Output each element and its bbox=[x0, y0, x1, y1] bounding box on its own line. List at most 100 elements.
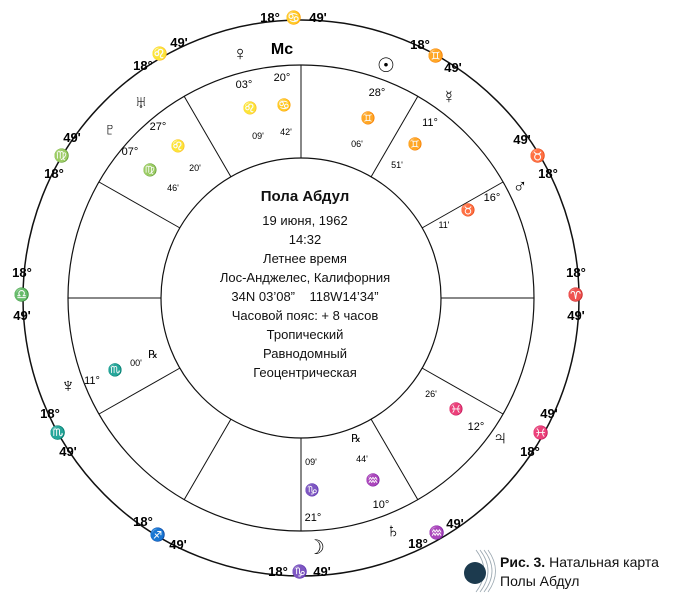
pluto-icon: ♇ bbox=[103, 119, 117, 139]
planet-deg: 12° bbox=[468, 421, 485, 433]
cusp-sign: ♋ bbox=[286, 10, 302, 25]
cusp-deg: 18° bbox=[12, 265, 32, 280]
planet-min: 42' bbox=[280, 127, 292, 137]
cusp-aquarius: 49' ♒ 18° bbox=[408, 516, 464, 551]
planet-saturn: ℞ 44' ♒ 10° ♄ bbox=[351, 433, 400, 542]
planet-mc: Mc 20° ♋ 42' bbox=[271, 41, 293, 137]
cusp-sign: ♐ bbox=[150, 527, 166, 542]
planet-deg: 11° bbox=[84, 375, 100, 387]
cusp-deg: 18° bbox=[538, 166, 558, 181]
chart-person-name: Пола Абдул bbox=[260, 188, 350, 205]
outer-ring bbox=[22, 19, 580, 577]
cusp-gemini: 18° ♊ 49' bbox=[410, 37, 462, 75]
planet-min: 44' bbox=[356, 454, 368, 464]
cusp-min: 49' bbox=[313, 564, 331, 579]
cusp-deg: 18° bbox=[133, 514, 153, 529]
planet-deg: 11° bbox=[422, 117, 438, 129]
planet-deg: 16° bbox=[484, 192, 501, 204]
cusp-min: 49' bbox=[446, 516, 464, 531]
cusp-leo: 49' ♌ 18° bbox=[133, 35, 188, 73]
cusp-deg: 18° bbox=[268, 564, 288, 579]
planet-min: 09' bbox=[252, 131, 264, 141]
planet-sign: ♊ bbox=[408, 137, 423, 151]
caption-decoration bbox=[475, 549, 496, 593]
planet-sign: ♏ bbox=[108, 363, 123, 377]
cusp-min: 49' bbox=[444, 60, 462, 75]
cusp-deg: 18° bbox=[40, 406, 60, 421]
cusp-deg: 18° bbox=[260, 10, 280, 25]
caption-bullet-icon bbox=[464, 562, 486, 584]
chart-detail: Лос-Анджелес, Калифорния bbox=[219, 270, 391, 285]
planet-sign: ♑ bbox=[305, 483, 320, 497]
cusp-libra: 18° ♎ 49' bbox=[12, 265, 32, 323]
planet-neptune: ♆ 11° ♏ 00' ℞ bbox=[61, 349, 158, 397]
planet-sign: ♋ bbox=[277, 98, 292, 112]
cusp-sign: ♎ bbox=[14, 287, 30, 302]
cusp-min: 49' bbox=[13, 308, 31, 323]
mars-icon: ♂ bbox=[513, 176, 528, 198]
planet-uranus: ♅ 27° ♌ 20' bbox=[134, 92, 201, 173]
cusp-min: 49' bbox=[513, 132, 531, 147]
cusp-sign: ♍ bbox=[54, 148, 70, 163]
cusp-min: 49' bbox=[567, 308, 585, 323]
caption-label: Рис. 3. bbox=[500, 554, 546, 570]
saturn-icon: ♄ bbox=[386, 520, 401, 542]
cusp-deg: 18° bbox=[520, 444, 540, 459]
moon-icon: ☽ bbox=[307, 537, 325, 559]
planet-min: 09' bbox=[305, 457, 317, 467]
chart-detail: Летнее время bbox=[263, 251, 347, 266]
planet-sign: ♒ bbox=[366, 473, 381, 487]
chart-detail: Геоцентрическая bbox=[253, 365, 357, 380]
caption-text-line2: Полы Абдул bbox=[500, 573, 580, 589]
neptune-icon: ♆ bbox=[61, 375, 76, 397]
planet-sign: ♍ bbox=[143, 163, 158, 177]
planet-min: 06' bbox=[351, 139, 363, 149]
chart-detail: 19 июня, 1962 bbox=[262, 213, 348, 228]
cusp-pisces: 49' ♓ 18° bbox=[520, 406, 558, 459]
chart-info: Пола Абдул 19 июня, 1962 14:32 Летнее вр… bbox=[185, 188, 425, 382]
cusp-sign: ♊ bbox=[428, 48, 444, 63]
caption-text-line1: Натальная карта bbox=[549, 554, 659, 570]
cusp-taurus: 49' ♉ 18° bbox=[513, 132, 558, 181]
cusp-sign: ♏ bbox=[50, 425, 66, 440]
cusp-top: 18° ♋ 49' bbox=[260, 10, 327, 25]
cusp-min: 49' bbox=[309, 10, 327, 25]
cusp-sign: ♑ bbox=[292, 564, 308, 579]
cusp-deg: 18° bbox=[566, 265, 586, 280]
sun-icon: ☉ bbox=[377, 55, 395, 77]
planet-sign: ♉ bbox=[461, 203, 476, 217]
uranus-icon: ♅ bbox=[134, 92, 148, 112]
chart-detail: Тропический bbox=[266, 327, 344, 342]
cusp-min: 49' bbox=[59, 444, 77, 459]
planet-deg: 20° bbox=[274, 72, 291, 84]
planet-min: 51' bbox=[391, 160, 403, 170]
midheaven-icon: Mc bbox=[271, 41, 293, 58]
planet-min: 00' bbox=[130, 358, 142, 368]
cusp-sign: ♒ bbox=[429, 525, 445, 540]
planet-mercury: ☿ 11° ♊ 51' bbox=[391, 87, 456, 170]
planet-jupiter: ♃ 12° ♓ 26' bbox=[425, 389, 507, 449]
retrograde-icon: ℞ bbox=[148, 349, 158, 361]
cusp-virgo: 49' ♍ 18° bbox=[44, 130, 81, 181]
planet-deg: 03° bbox=[236, 79, 253, 91]
planet-sign: ♌ bbox=[171, 139, 186, 153]
cusp-min: 49' bbox=[63, 130, 81, 145]
cusp-deg: 18° bbox=[408, 536, 428, 551]
chart-detail: 14:32 bbox=[288, 232, 322, 247]
cusp-sign: ♌ bbox=[152, 46, 168, 61]
figure-caption: Рис. 3. Натальная карта Полы Абдул bbox=[500, 553, 690, 591]
planet-min: 26' bbox=[425, 389, 437, 399]
cusp-min: 49' bbox=[540, 406, 558, 421]
planet-sign: ♓ bbox=[449, 402, 464, 416]
cusp-deg: 18° bbox=[410, 37, 430, 52]
cusp-min: 49' bbox=[169, 537, 187, 552]
planet-deg: 28° bbox=[369, 87, 386, 99]
planet-min: 46' bbox=[167, 183, 179, 193]
planet-sun: ☉ 28° ♊ 06' bbox=[351, 55, 395, 149]
planet-moon: 09' ♑ 21° ☽ bbox=[305, 457, 325, 559]
cusp-aries: 18° ♈ 49' bbox=[566, 265, 586, 323]
cusp-sign: ♈ bbox=[568, 287, 584, 302]
cusp-sign: ♉ bbox=[530, 148, 546, 163]
planet-venus: ♀ 03° ♌ 09' bbox=[233, 43, 265, 141]
